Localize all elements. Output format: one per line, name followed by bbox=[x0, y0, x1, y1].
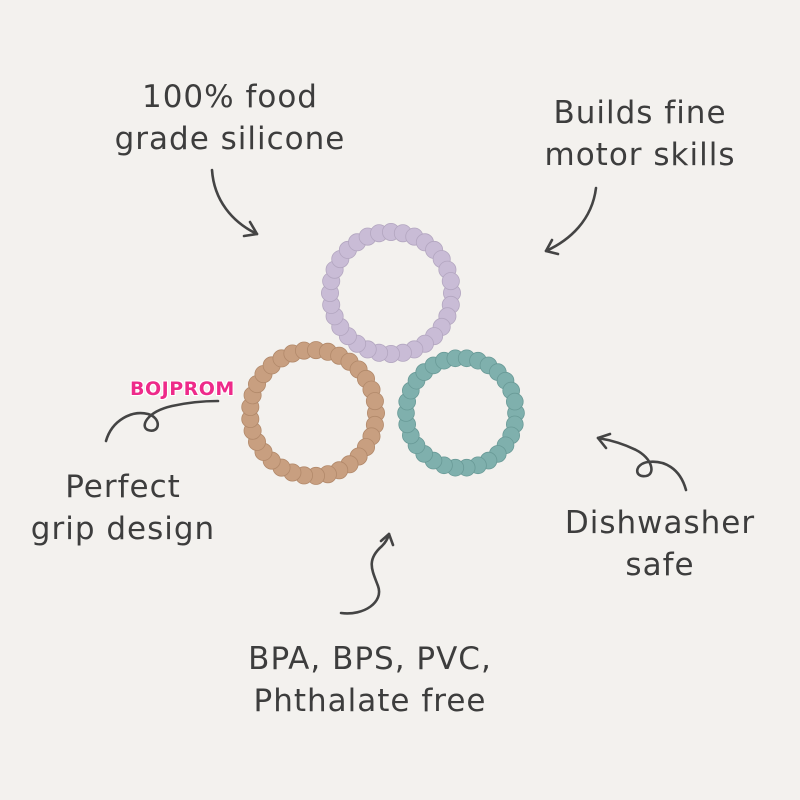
watermark-logo: BOJPROM bbox=[130, 378, 235, 400]
arrow-dishwasher-icon bbox=[596, 432, 688, 492]
teething-rings bbox=[241, 222, 525, 485]
feature-line: grip design bbox=[30, 511, 216, 547]
feature-bpa-free: BPA, BPS, PVC, Phthalate free bbox=[200, 638, 540, 722]
feature-line: Builds fine bbox=[553, 95, 727, 131]
bead bbox=[365, 392, 384, 411]
feature-line: Dishwasher bbox=[564, 505, 756, 541]
ring-lilac bbox=[320, 222, 461, 363]
bead bbox=[441, 272, 460, 291]
ring-tan bbox=[241, 341, 385, 485]
feature-line: grade silicone bbox=[114, 121, 346, 157]
arrow-silicone-icon bbox=[210, 168, 259, 238]
arrow-bpa-icon bbox=[339, 532, 395, 615]
feature-food-grade-silicone: 100% food grade silicone bbox=[100, 76, 360, 160]
feature-line: BPA, BPS, PVC, bbox=[248, 641, 492, 677]
feature-line: Perfect bbox=[65, 469, 181, 505]
bead bbox=[505, 392, 524, 411]
feature-line: Phthalate free bbox=[253, 683, 487, 719]
feature-dishwasher-safe: Dishwasher safe bbox=[540, 502, 780, 586]
arrow-grip-icon bbox=[104, 399, 220, 443]
ring-sage-blue bbox=[397, 349, 525, 477]
feature-grip-design: Perfect grip design bbox=[18, 466, 228, 550]
feature-line: motor skills bbox=[544, 137, 736, 173]
feature-motor-skills: Builds fine motor skills bbox=[520, 92, 760, 176]
feature-line: safe bbox=[625, 547, 695, 583]
feature-line: 100% food bbox=[141, 79, 318, 115]
arrow-motor-icon bbox=[544, 186, 598, 256]
